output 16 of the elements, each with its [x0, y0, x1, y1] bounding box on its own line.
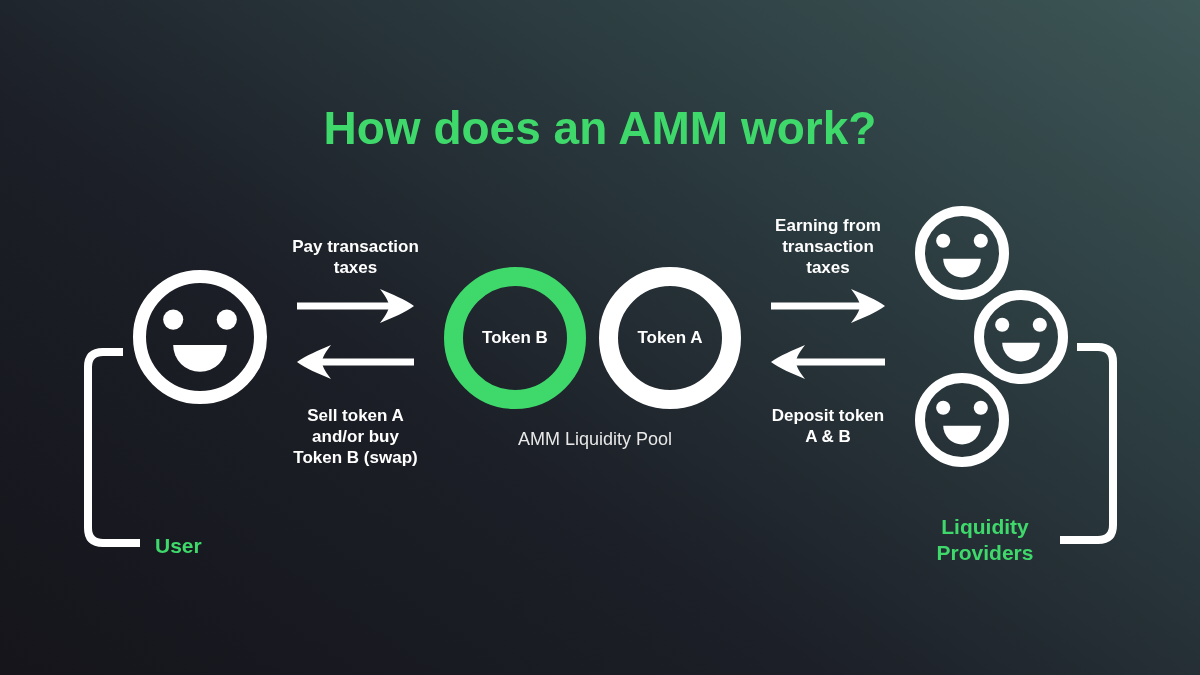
edge-label: Deposit token A & B	[770, 405, 886, 447]
group-label: Liquidity Providers	[935, 514, 1035, 566]
token-ring	[599, 267, 741, 409]
smiley-face-icon	[133, 270, 267, 404]
title: How does an AMM work?	[323, 101, 877, 156]
pool-caption: AMM Liquidity Pool	[517, 428, 673, 450]
token-label: Token A	[637, 328, 703, 348]
group-label: User	[155, 533, 202, 559]
smiley-face-icon	[915, 373, 1009, 467]
edge-label: Sell token A and/or buy Token B (swap)	[292, 405, 419, 468]
token-label: Token B	[482, 328, 548, 348]
smiley-face-icon	[915, 206, 1009, 300]
edge-label: Earning from transaction taxes	[774, 215, 882, 278]
smiley-face-icon	[974, 290, 1068, 384]
token-ring	[444, 267, 586, 409]
edge-label: Pay transaction taxes	[291, 236, 420, 278]
